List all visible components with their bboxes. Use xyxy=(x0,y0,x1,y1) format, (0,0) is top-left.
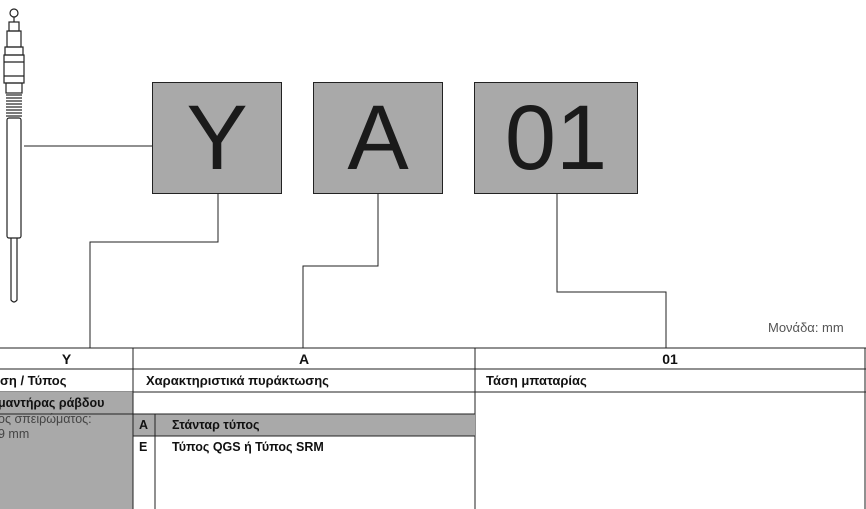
code-box-y: Y xyxy=(152,82,282,194)
col2-row-text-e: Τύπος QGS ή Τύπος SRM xyxy=(172,440,324,454)
glow-plug-illustration xyxy=(3,8,25,303)
col2-row-text-a: Στάνταρ τύπος xyxy=(172,418,260,432)
unit-label: Μονάδα: mm xyxy=(768,320,844,335)
col1-shaded-top xyxy=(0,392,133,414)
header-01: 01 xyxy=(662,351,678,367)
connector-lines xyxy=(24,145,667,348)
code-box-01: 01 xyxy=(474,82,638,194)
header-y: Y xyxy=(61,351,72,367)
col1-row-line-1: ος σπειρώματος: xyxy=(0,412,92,426)
col2-row-code-e: E xyxy=(139,440,148,454)
header-a: A xyxy=(298,351,310,367)
col2-row-code-a: A xyxy=(139,418,149,432)
col1-row-line-2: 9 mm xyxy=(0,427,30,441)
col1-shaded-cell xyxy=(0,414,133,509)
col2-shaded-row xyxy=(133,414,475,436)
subheader-01: Τάση μπαταρίας xyxy=(486,373,587,388)
subheader-y: ση / Τύπος xyxy=(0,373,67,388)
subheader-a: Χαρακτηριστικά πυράκτωσης xyxy=(146,373,329,388)
col1-row-title: μαντήρας ράβδου xyxy=(0,396,105,410)
code-box-a: A xyxy=(313,82,443,194)
